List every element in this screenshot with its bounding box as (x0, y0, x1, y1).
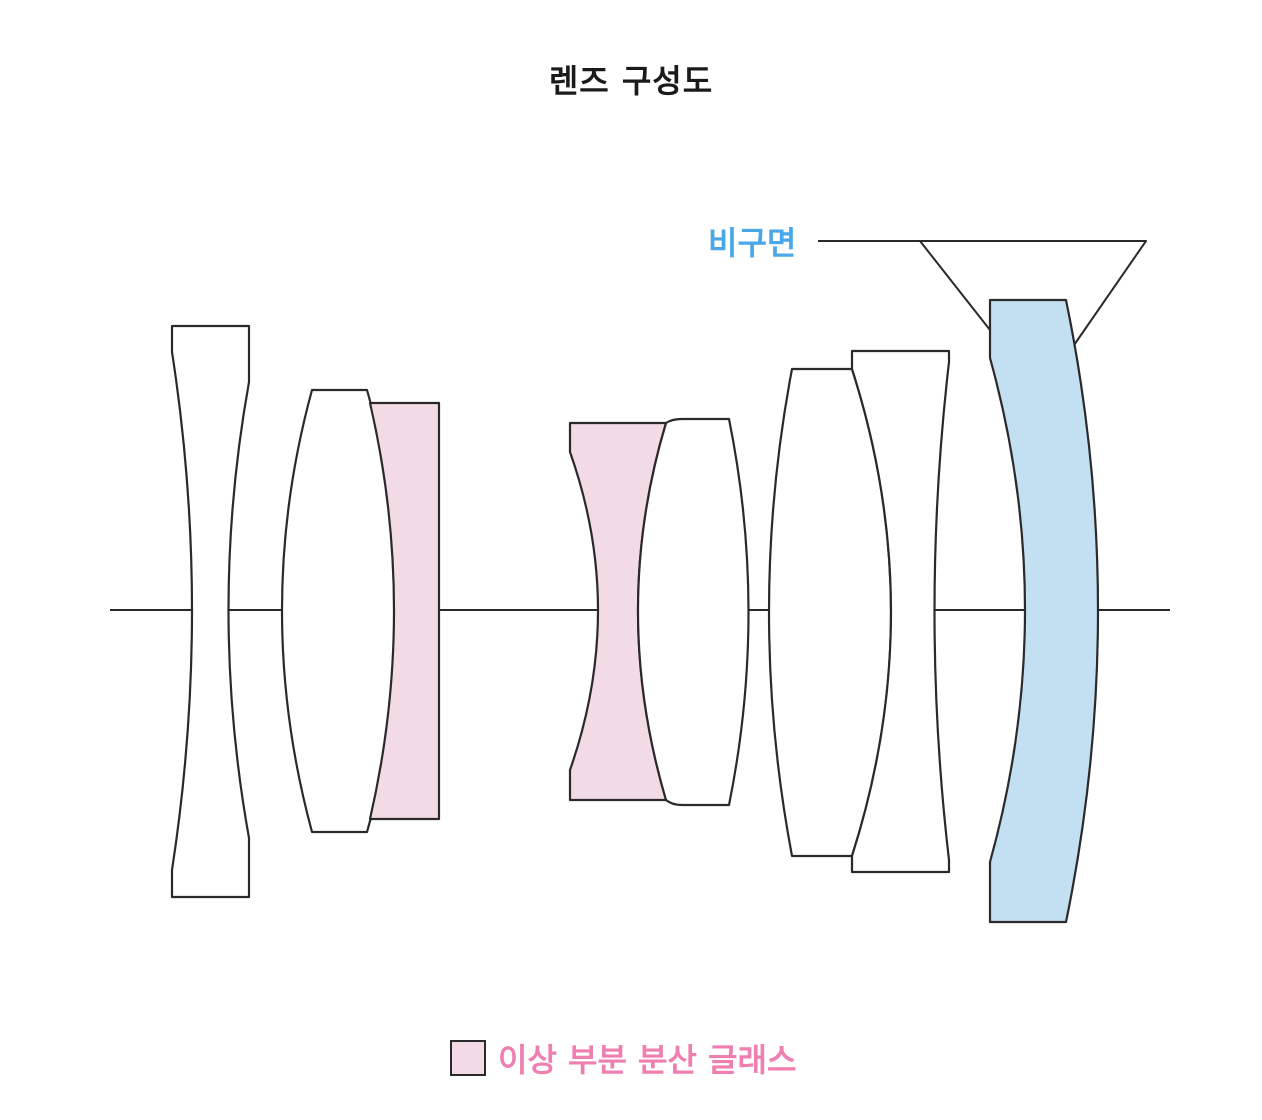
lens-element-3 (368, 401, 441, 821)
lens-element-8 (988, 298, 1100, 924)
legend: 이상 부분 분산 글래스 (450, 1038, 797, 1079)
lens-element-1 (170, 324, 251, 899)
legend-label-ed-glass: 이상 부분 분산 글래스 (498, 1041, 797, 1079)
lens-element-5 (636, 417, 750, 807)
legend-swatch-ed-glass (450, 1040, 486, 1076)
lens-element-7 (850, 349, 951, 874)
aspheric-indicator-triangle (919, 240, 1147, 349)
diagram-title: 렌즈 구성도 (548, 62, 714, 100)
aspheric-label: 비구면 (708, 224, 797, 262)
